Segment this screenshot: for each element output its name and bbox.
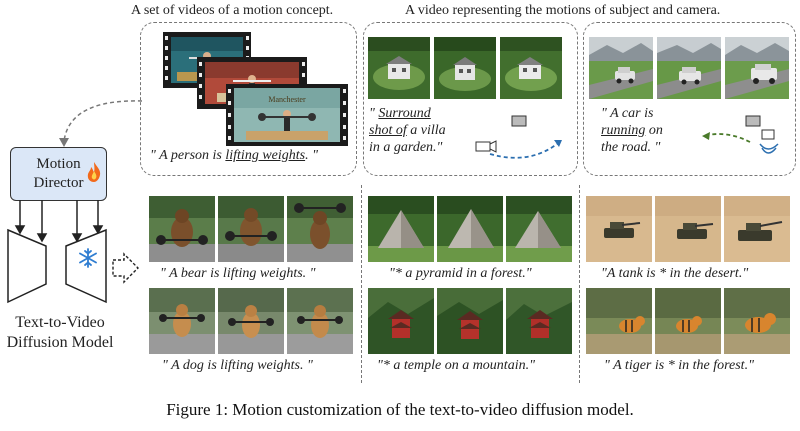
car-frame-2 (657, 37, 721, 99)
bear-frame-2 (218, 196, 284, 262)
temple-frame-1 (368, 288, 434, 354)
caption-pyramid: "* a pyramid in a forest." (389, 266, 532, 281)
car-frame-1 (589, 37, 653, 99)
pyramid-frame-2 (437, 196, 503, 262)
diffusion-model-diagram (7, 200, 139, 304)
camera-icon (475, 140, 497, 153)
fire-icon (87, 162, 101, 182)
caption-car-line1: " A car is (601, 106, 654, 121)
motion-director-line1: Motion (36, 156, 81, 172)
pyramid-frame-3 (506, 196, 572, 262)
svg-text:Manchester: Manchester (268, 95, 306, 104)
caption-villa-line1: " Surround (369, 106, 431, 121)
car-frame-3 (725, 37, 789, 99)
tank-frame-2 (655, 196, 721, 262)
villa-frame-3 (500, 37, 562, 99)
caption-villa-line3: in a garden." (369, 140, 443, 155)
model-label-line2: Diffusion Model (6, 334, 114, 351)
bear-frame-3 (287, 196, 353, 262)
pyramid-frame-1 (368, 196, 434, 262)
snowflake-icon (79, 248, 97, 268)
villa-frame-2 (434, 37, 496, 99)
tiger-frame-1 (586, 288, 652, 354)
villa-video-box (363, 22, 578, 176)
divider-left (361, 185, 362, 383)
caption-villa-line2: shot of a villa (369, 123, 446, 138)
car-video-box (583, 22, 796, 176)
camera-orbit-diagram (475, 115, 563, 159)
figure-caption: Figure 1: Motion customization of the te… (166, 400, 634, 419)
tiger-frame-2 (655, 288, 721, 354)
car-motion-diagram (702, 115, 779, 154)
caption-bear: " A bear is lifting weights. " (160, 266, 316, 281)
tiger-frame-3 (724, 288, 790, 354)
output-arrow (112, 252, 139, 284)
caption-tiger: " A tiger is * in the forest." (604, 358, 754, 373)
bear-frame-1 (149, 196, 215, 262)
rotation-camera-icon (759, 129, 779, 154)
temple-frame-2 (437, 288, 503, 354)
caption-tank: "A tank is * in the desert." (601, 266, 749, 281)
concept-to-director-arrow (59, 100, 143, 147)
caption-lifting-weights: " A person is lifting weights. " (150, 148, 318, 163)
video-clip-3: Manchester (226, 84, 348, 146)
caption-dog: " A dog is lifting weights. " (162, 358, 313, 373)
decoder-trapezoid (65, 228, 107, 304)
dog-frame-2 (218, 288, 284, 354)
caption-car-line2: running on (601, 123, 663, 138)
villa-frame-1 (368, 37, 430, 99)
tank-frame-3 (724, 196, 790, 262)
motion-concept-box (140, 22, 357, 176)
dog-frame-3 (287, 288, 353, 354)
caption-car-line3: the road. " (601, 140, 661, 155)
divider-right (579, 185, 580, 383)
tank-frame-1 (586, 196, 652, 262)
heading-motion-concept: A set of videos of a motion concept. (131, 3, 334, 18)
model-label: Text-to-Video Diffusion Model (0, 313, 120, 353)
heading-subject-camera: A video representing the motions of subj… (405, 3, 721, 18)
caption-temple: "* a temple on a mountain." (377, 358, 535, 373)
motion-director-line2: Director (33, 175, 84, 191)
temple-frame-3 (506, 288, 572, 354)
encoder-trapezoid (7, 228, 47, 304)
dog-frame-1 (149, 288, 215, 354)
model-label-line1: Text-to-Video (15, 314, 105, 331)
